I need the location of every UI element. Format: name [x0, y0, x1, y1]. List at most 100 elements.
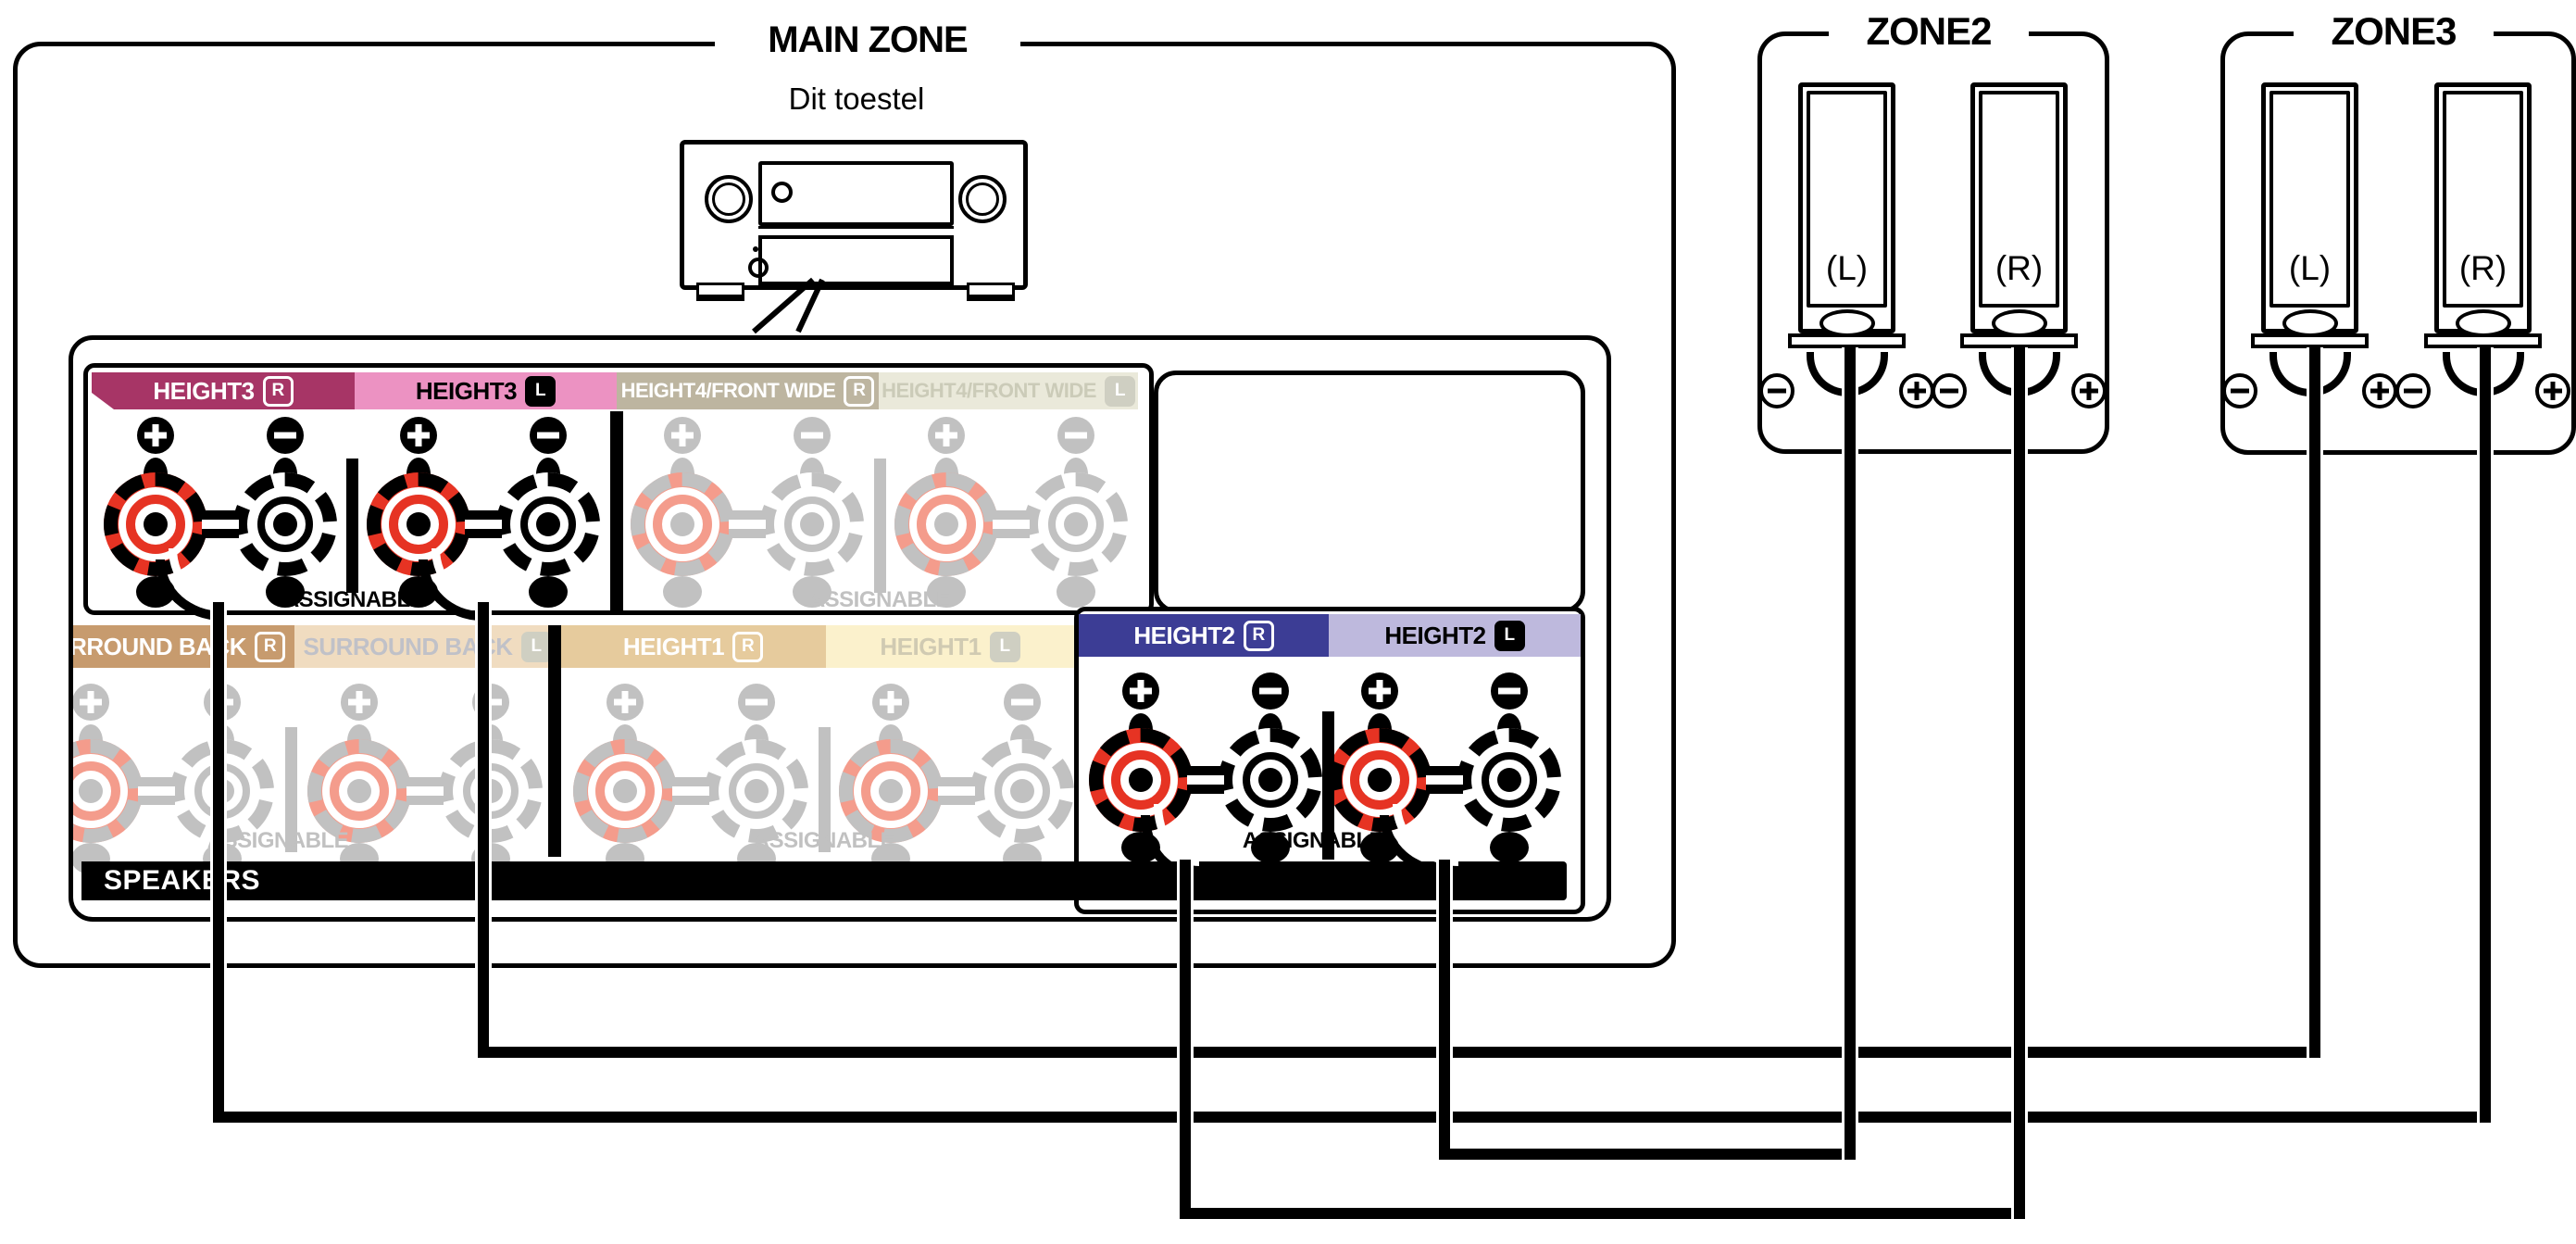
- device-label: Dit toestel: [788, 82, 925, 116]
- post-bridge: [1187, 766, 1224, 794]
- plus-icon: [872, 684, 909, 721]
- volume-knob-icon: [705, 175, 753, 223]
- plus-icon: [1361, 672, 1398, 710]
- plus-icon: [341, 684, 378, 721]
- pair-divider: [346, 459, 358, 593]
- wire-height2r-zone2r: [1180, 1208, 2025, 1219]
- speaker-channel-label: (L): [1825, 249, 1869, 287]
- channel-badge-l: L: [1494, 620, 1525, 651]
- empty-terminal-box: [1154, 371, 1585, 613]
- assignable-label: ASSIGNABLE: [206, 828, 349, 853]
- speakers-bar: SPEAKERS: [81, 861, 1567, 900]
- plus-icon: [664, 417, 701, 454]
- speaker-grille: [2443, 91, 2523, 308]
- speaker-grille: [2270, 91, 2350, 308]
- channel-badge-r: R: [1243, 620, 1274, 651]
- wire-height3r-zone3r: [213, 1112, 2491, 1123]
- post-bridge: [138, 777, 175, 805]
- channel-badge-r: R: [732, 631, 764, 662]
- post-bridge: [729, 510, 766, 538]
- terminal-label-surroundback-r: SURROUND BACKR: [73, 625, 294, 668]
- post-bridge: [938, 777, 975, 805]
- speaker-channel-label: (R): [1995, 249, 2044, 287]
- terminal-plus-icon: [2071, 373, 2107, 408]
- plus-icon: [137, 417, 174, 454]
- receiver-foot: [696, 283, 744, 301]
- minus-icon: [738, 684, 775, 721]
- zone3-title: ZONE3: [2294, 7, 2494, 56]
- minus-icon: [530, 417, 567, 454]
- zone2-speaker-right: (R): [1932, 82, 2107, 408]
- wire-height2r-zone2r: [2014, 347, 2025, 1219]
- speaker-channel-label: (L): [2288, 249, 2332, 287]
- speaker-base: [1788, 333, 1906, 348]
- plus-icon: [928, 417, 965, 454]
- terminal-plus-icon: [2362, 373, 2397, 408]
- phones-jack-icon: [748, 258, 769, 278]
- wire-height3l-zone3l: [2309, 347, 2320, 1058]
- pair-divider: [874, 459, 886, 593]
- plus-icon: [73, 684, 109, 721]
- speaker-grille: [1979, 91, 2059, 308]
- wire-height2l-zone2l: [1439, 1149, 1856, 1160]
- minus-icon: [794, 417, 831, 454]
- speaker-base: [1960, 333, 2078, 348]
- wire-height3r-zone3r: [213, 602, 224, 1123]
- post-bridge: [1426, 766, 1463, 794]
- speaker-grille: [1807, 91, 1887, 308]
- minus-icon: [267, 417, 304, 454]
- assignable-label: ASSIGNABLE: [753, 828, 895, 853]
- group-divider: [548, 625, 561, 857]
- assignable-label: ASSIGNABLE: [282, 587, 425, 612]
- selector-knob-icon: [958, 175, 1007, 223]
- minus-icon: [1004, 684, 1041, 721]
- post-bridge: [672, 777, 709, 805]
- wire-height3r-zone3r: [2480, 347, 2491, 1123]
- zone2-title: ZONE2: [1829, 7, 2029, 56]
- wire-height3l-zone3l: [478, 1047, 2320, 1058]
- minus-icon: [1252, 672, 1289, 710]
- speaker-base: [2424, 333, 2542, 348]
- terminal-minus-icon: [2395, 373, 2431, 408]
- wire-height2l-zone2l: [1439, 860, 1450, 1160]
- pair-divider: [819, 727, 831, 852]
- post-bridge: [465, 510, 502, 538]
- post-bridge: [202, 510, 239, 538]
- plus-icon: [606, 684, 644, 721]
- zone2-speaker-left: (L): [1759, 82, 1934, 408]
- minus-icon: [1057, 417, 1094, 454]
- group-divider: [610, 411, 623, 615]
- speaker-port-icon: [1819, 309, 1875, 337]
- receiver-foot: [967, 283, 1015, 301]
- power-button-icon: [771, 182, 793, 203]
- channel-badge-l: L: [1104, 375, 1135, 407]
- channel-badge-l: L: [520, 631, 552, 662]
- terminal-minus-icon: [1759, 373, 1794, 408]
- receiver-illustration: [680, 140, 1028, 301]
- channel-badge-r: R: [255, 631, 286, 662]
- speaker-channel-label: (R): [2458, 249, 2507, 287]
- assignable-label: ASSIGNABLE: [808, 587, 951, 612]
- post-bridge: [993, 510, 1030, 538]
- assignable-label: ASSIGNABLE: [1242, 828, 1384, 853]
- channel-badge-l: L: [525, 375, 556, 407]
- terminal-minus-icon: [2222, 373, 2257, 408]
- plus-icon: [400, 417, 437, 454]
- zone3-speaker-right: (R): [2395, 82, 2570, 408]
- wire-height3l-zone3l: [478, 602, 489, 1058]
- pair-divider: [285, 727, 297, 852]
- terminal-plus-icon: [1899, 373, 1934, 408]
- channel-badge-r: R: [263, 376, 294, 407]
- zone3-speaker-left: (L): [2222, 82, 2397, 408]
- speaker-base: [2251, 333, 2369, 348]
